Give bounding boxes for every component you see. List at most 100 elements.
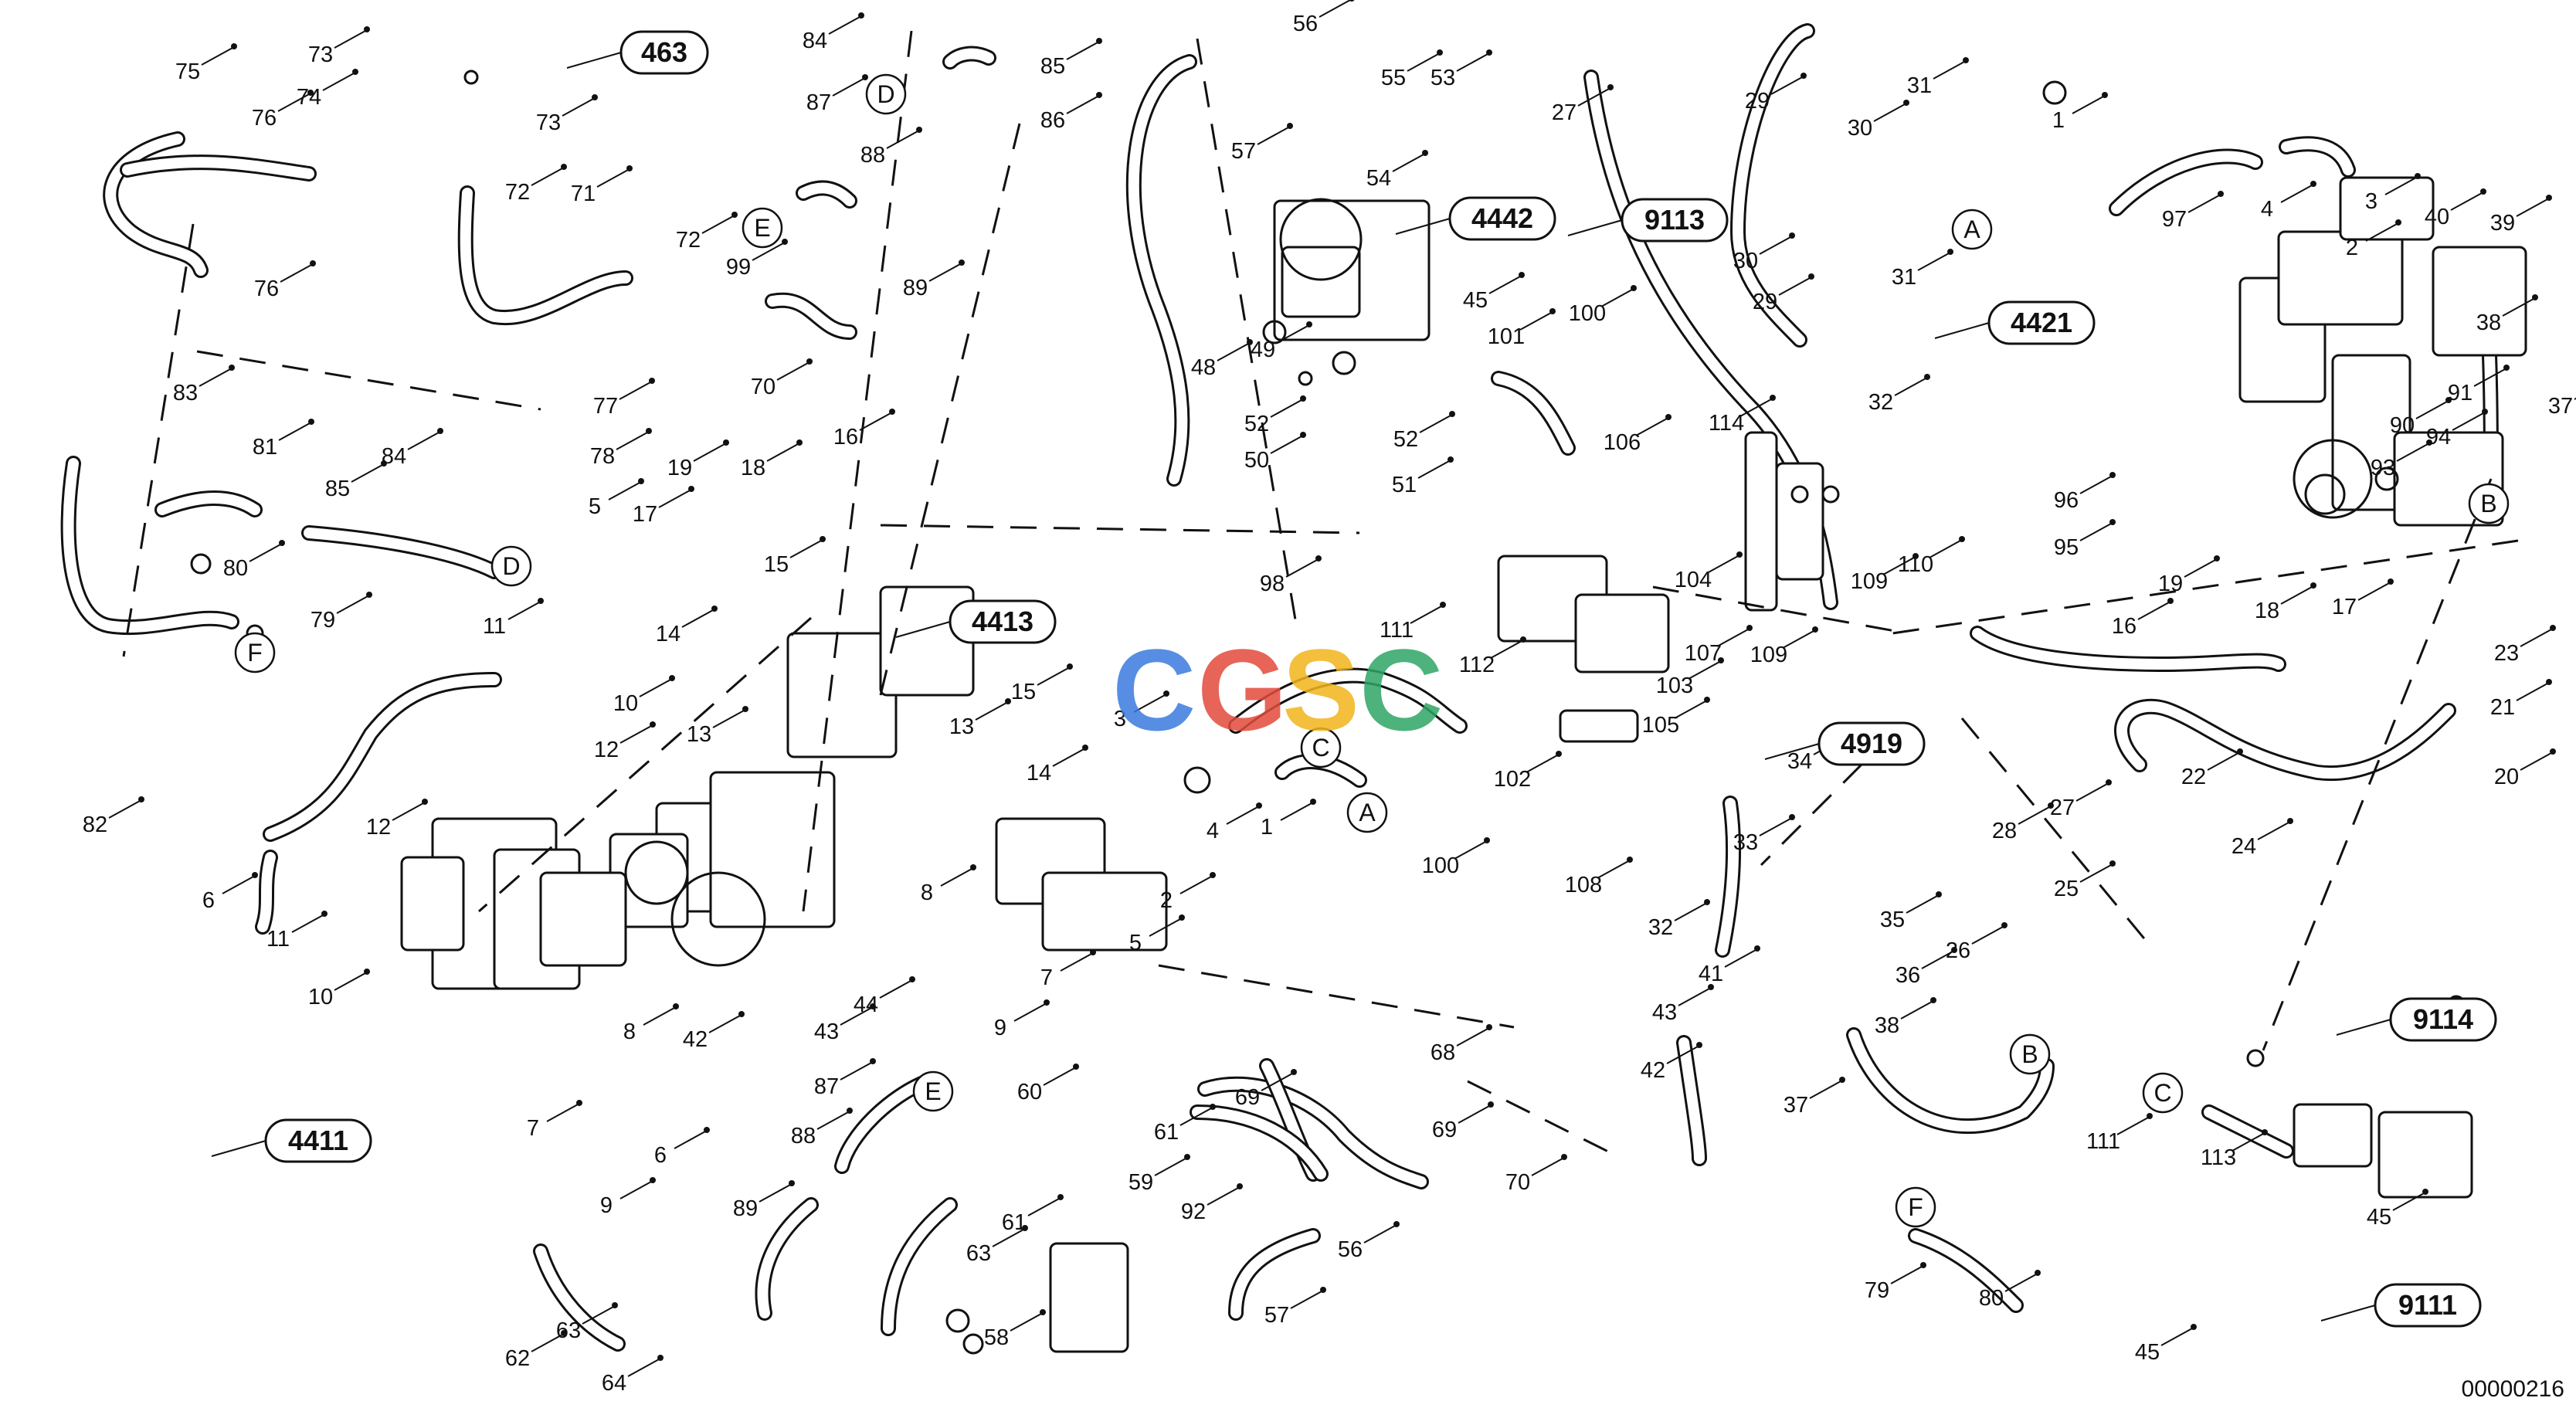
leader-dot <box>381 460 387 467</box>
assembly-reference-label: 9111 <box>2398 1289 2457 1321</box>
part-number-label: 79 <box>311 608 335 633</box>
hose-core <box>1200 1078 1427 1187</box>
leader-line <box>1179 1108 1212 1126</box>
part-number-label: 31 <box>1907 73 1932 98</box>
seal-ring <box>1262 320 1287 344</box>
leader-line <box>1971 926 2004 945</box>
part-number-label: 6 <box>202 888 215 913</box>
part-number-label: 61 <box>1154 1120 1179 1145</box>
leader-dot <box>307 90 314 96</box>
seal-ring <box>624 840 689 905</box>
leader-line <box>1739 399 1772 417</box>
leader-line <box>1261 1073 1293 1091</box>
seal-ring <box>1821 485 1840 504</box>
hose-core <box>257 852 276 932</box>
part-number-label: 55 <box>1381 66 1406 90</box>
watermark-logo: C G S C <box>1112 625 1443 755</box>
part-number-label: 114 <box>1709 411 1744 436</box>
part-number-label: 1 <box>1261 815 1273 840</box>
leader-line <box>1778 277 1811 296</box>
leader-line <box>407 432 440 450</box>
hose-core <box>1678 1037 1705 1164</box>
part-number-label: 14 <box>1027 761 1051 785</box>
component-body <box>1744 431 1778 612</box>
leader-dot <box>1040 1309 1046 1315</box>
leader-dot <box>870 1058 876 1064</box>
leader-dot <box>847 1108 853 1114</box>
leader-dot <box>2395 219 2401 226</box>
leader-line <box>1531 1158 1563 1176</box>
leader-dot <box>1936 891 1942 897</box>
part-number-label: 2 <box>1160 888 1173 913</box>
leader-dot <box>561 1330 567 1336</box>
leader-line <box>2079 476 2112 494</box>
leader-dot <box>909 976 915 982</box>
hose-core <box>1972 628 2284 670</box>
part-number-label: 42 <box>1641 1058 1665 1083</box>
leader-dot <box>820 536 826 542</box>
part-number-label: 21 <box>2490 695 2515 720</box>
part-number-label: 1 <box>2052 108 2065 133</box>
part-number-label: 52 <box>1393 427 1418 452</box>
part-number-label: 94 <box>2426 425 2451 450</box>
assembly-reference-label: 4411 <box>288 1125 348 1156</box>
part-number-label: 18 <box>741 456 765 480</box>
seal-ring <box>2304 473 2346 515</box>
part-number-label: 84 <box>803 29 827 53</box>
component-body <box>2377 1111 2473 1199</box>
leader-dot <box>1022 1225 1028 1231</box>
seal-ring <box>2293 439 2373 519</box>
part-number-label: 63 <box>556 1318 581 1343</box>
leader-dot <box>1437 49 1443 56</box>
part-number-label: 97 <box>2162 207 2187 232</box>
part-number-label: 28 <box>1992 819 2017 843</box>
part-number-label: 45 <box>1463 288 1488 313</box>
leader-line <box>1419 415 1451 433</box>
leader-line <box>1154 1158 1186 1176</box>
leader-line <box>1678 988 1710 1006</box>
part-number-label: 3 <box>2365 189 2377 214</box>
leader-line <box>940 868 972 887</box>
leader-dot <box>561 164 567 170</box>
part-number-label: 27 <box>1552 100 1576 125</box>
leader-line <box>2280 185 2313 203</box>
hose-core <box>460 188 631 324</box>
leader-dot <box>1073 1064 1079 1070</box>
part-number-label: 23 <box>2494 641 2519 666</box>
part-number-label: 57 <box>1264 1303 1289 1328</box>
leader-dot <box>364 26 370 32</box>
leader-line <box>1454 841 1486 860</box>
component-body <box>539 871 627 967</box>
part-number-label: 38 <box>1875 1013 1899 1038</box>
leader-line <box>1407 53 1439 72</box>
connection-line <box>1196 38 1299 634</box>
leader-dot <box>806 358 813 365</box>
leader-dot <box>711 606 718 612</box>
leader-line <box>840 1007 872 1026</box>
assembly-reference-label: 463 <box>641 36 687 68</box>
hose-core <box>304 528 500 577</box>
part-number-label: 59 <box>1128 1170 1153 1195</box>
part-number-label: 108 <box>1565 873 1602 897</box>
assembly-leader <box>1567 219 1623 236</box>
part-number-label: 25 <box>2054 877 2079 901</box>
leader-line <box>1037 667 1069 686</box>
part-number-label: 72 <box>676 228 701 253</box>
leader-line <box>1933 61 1965 80</box>
component-body <box>2293 1103 2373 1168</box>
part-number-label: 2 <box>2346 236 2358 260</box>
leader-line <box>616 432 648 450</box>
leader-dot <box>252 872 258 878</box>
part-number-label: 70 <box>751 375 776 399</box>
leader-line <box>643 1007 675 1026</box>
leader-line <box>351 464 383 483</box>
leader-line <box>531 1334 563 1352</box>
leader-line <box>789 540 822 558</box>
leader-dot <box>1179 914 1185 921</box>
leader-line <box>1666 1046 1699 1064</box>
leader-line <box>1290 1291 1322 1309</box>
leader-dot <box>650 721 656 728</box>
leader-dot <box>1903 100 1909 106</box>
leader-line <box>280 264 312 283</box>
